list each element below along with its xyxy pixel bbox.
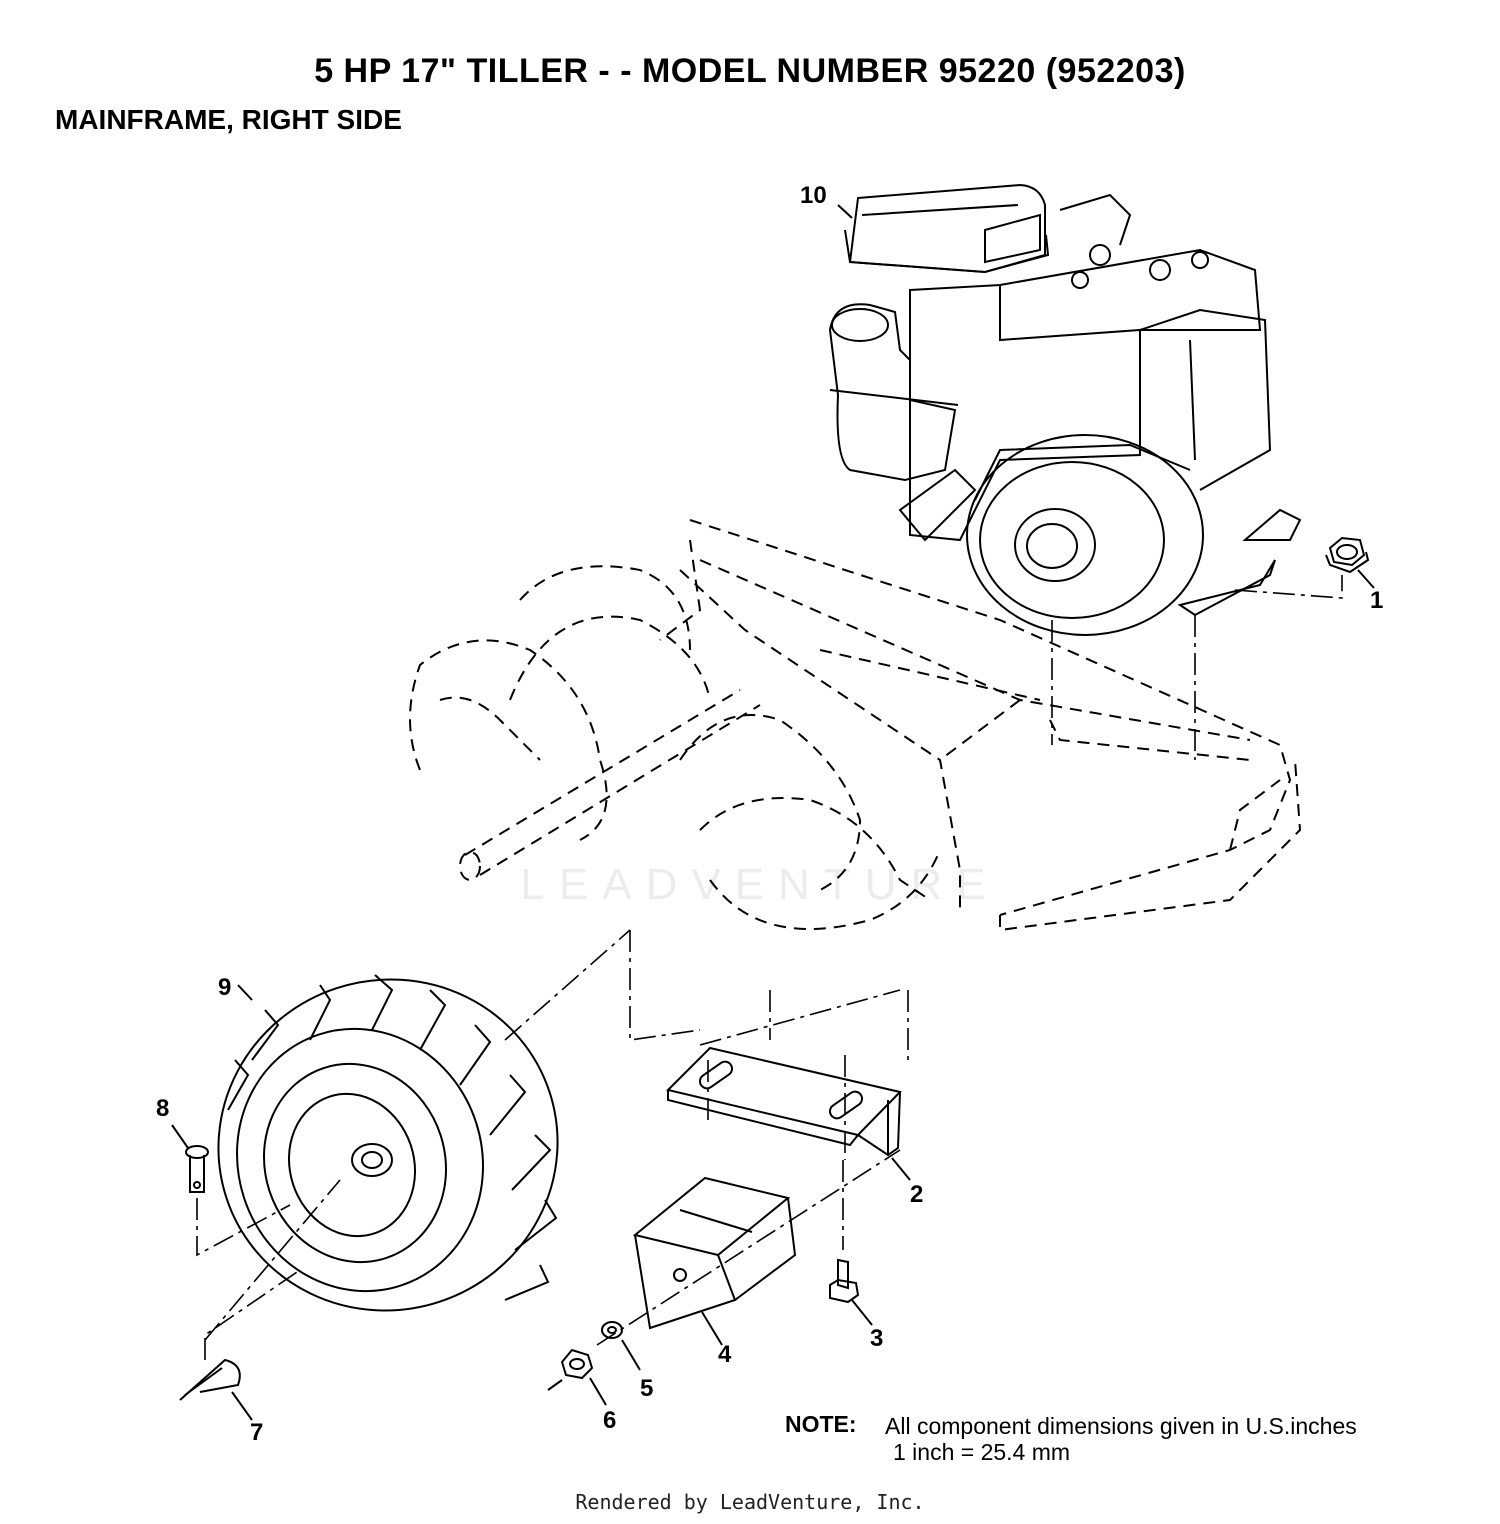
- callout-4: 4: [718, 1341, 732, 1368]
- bolt-part-3[interactable]: [829, 1160, 873, 1326]
- callout-3: 3: [870, 1325, 883, 1352]
- note-label: NOTE:: [785, 1411, 857, 1437]
- note-line-1: All component dimensions given in U.S.in…: [885, 1413, 1357, 1439]
- callout-9: 9: [218, 974, 231, 1001]
- callout-8: 8: [156, 1095, 169, 1122]
- wheel-tire-part-9[interactable]: [175, 929, 631, 1354]
- hardware-axis-lines: [596, 930, 909, 1346]
- page-subtitle: MAINFRAME, RIGHT SIDE: [55, 104, 402, 135]
- note-line-2: 1 inch = 25.4 mm: [893, 1439, 1071, 1465]
- engine-part-10[interactable]: [828, 183, 1302, 636]
- nut-part-6[interactable]: [547, 1348, 607, 1406]
- callout-2: 2: [910, 1181, 923, 1208]
- lock-washer-part-5[interactable]: [601, 1321, 641, 1371]
- callout-6: 6: [603, 1407, 616, 1434]
- page-title: 5 HP 17" TILLER - - MODEL NUMBER 95220 (…: [314, 52, 1186, 90]
- callout-7: 7: [250, 1419, 263, 1446]
- callout-1: 1: [1370, 587, 1383, 614]
- bracket-part-2[interactable]: [666, 1046, 911, 1181]
- mainframe-outline: [409, 519, 1302, 932]
- hairpin-clip-part-7[interactable]: [179, 1269, 301, 1421]
- callout-10: 10: [800, 182, 827, 209]
- callout-leaders: [837, 204, 853, 219]
- callout-5: 5: [640, 1375, 653, 1402]
- footer-credit: Rendered by LeadVenture, Inc.: [575, 1490, 925, 1514]
- engine-mounting-lines: [1051, 575, 1343, 760]
- flange-nut-part-1[interactable]: [1325, 536, 1375, 589]
- spacer-block-part-4[interactable]: [632, 1176, 797, 1346]
- clevis-pin-part-8[interactable]: [171, 1124, 291, 1257]
